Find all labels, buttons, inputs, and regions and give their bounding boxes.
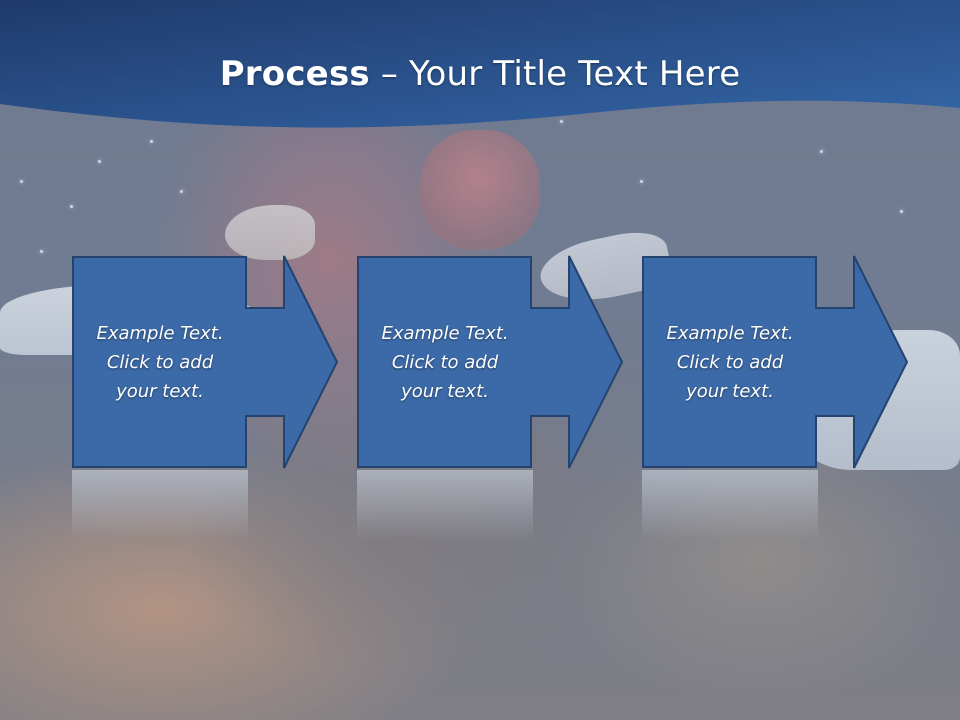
step-1-line-2: Click to add — [106, 351, 214, 373]
step-3-reflection — [642, 470, 818, 540]
step-2-line-2: Click to add — [391, 351, 499, 373]
step-3-line-3: your text. — [686, 380, 774, 402]
title-banner-shape — [0, 0, 960, 128]
step-2-text: Example Text. Click to add your text. — [357, 256, 533, 468]
step-1-line-1: Example Text. — [96, 322, 224, 344]
arrow-box-shape — [72, 255, 339, 469]
step-2-line-3: your text. — [401, 380, 489, 402]
step-3-line-2: Click to add — [676, 351, 784, 373]
arrow-box-shape — [357, 255, 624, 469]
step-1-reflection — [72, 470, 248, 540]
step-3-text: Example Text. Click to add your text. — [642, 256, 818, 468]
title-regular-text: – Your Title Text Here — [369, 54, 741, 94]
step-3-line-1: Example Text. — [666, 322, 794, 344]
process-step-1[interactable]: Example Text. Click to add your text. — [72, 255, 339, 469]
title-bold-text: Process — [219, 54, 370, 94]
step-1-text: Example Text. Click to add your text. — [72, 256, 248, 468]
arrow-box-shape — [642, 255, 909, 469]
process-step-3[interactable]: Example Text. Click to add your text. — [642, 255, 909, 469]
slide-title[interactable]: Process – Your Title Text Here — [0, 52, 960, 96]
step-1-line-3: your text. — [116, 380, 204, 402]
step-2-line-1: Example Text. — [381, 322, 509, 344]
title-banner: Process – Your Title Text Here — [0, 0, 960, 140]
step-2-reflection — [357, 470, 533, 540]
process-step-2[interactable]: Example Text. Click to add your text. — [357, 255, 624, 469]
